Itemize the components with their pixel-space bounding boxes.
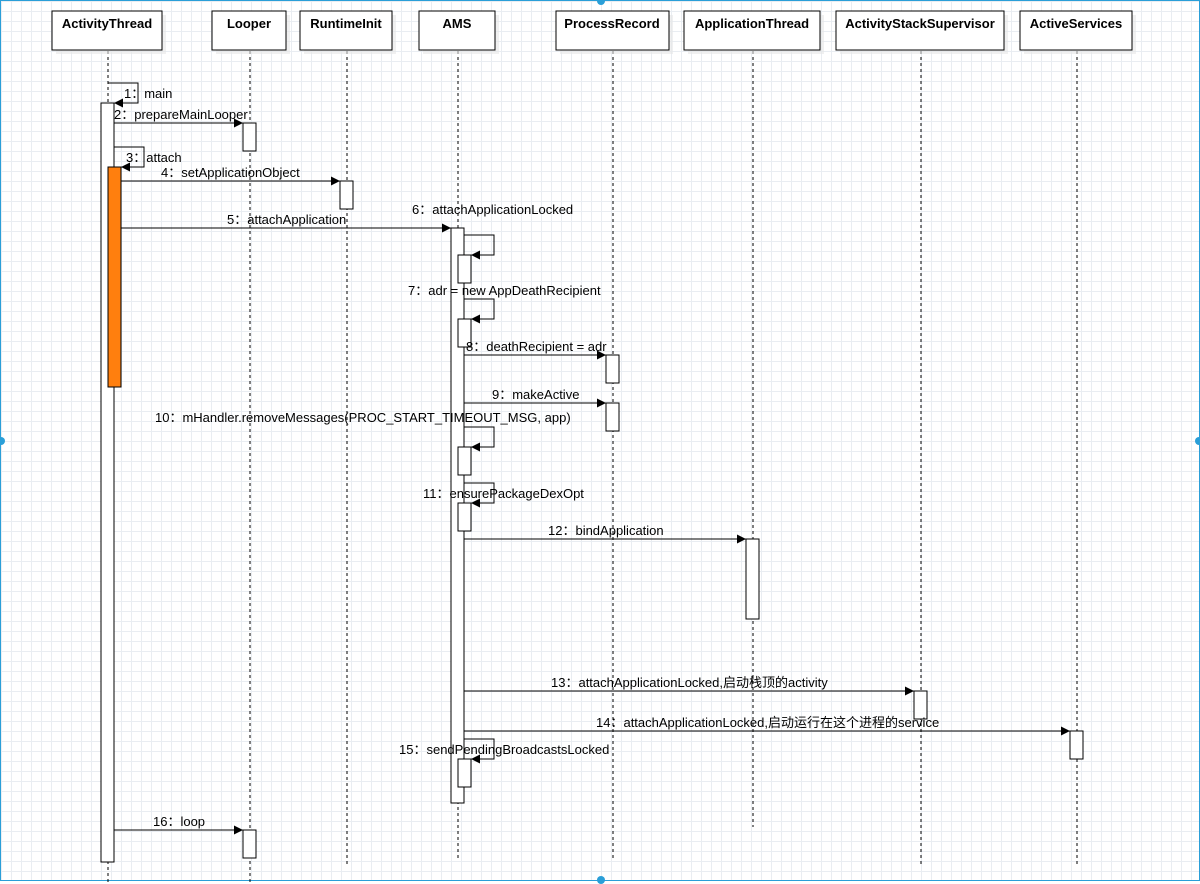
message-label-10: 10：mHandler.removeMessages(PROC_START_TI…	[155, 410, 571, 425]
activation-active-services[interactable]	[1069, 730, 1084, 760]
activation-runtime-init[interactable]	[339, 180, 354, 210]
activation-ams-7[interactable]	[457, 318, 472, 348]
messages	[108, 82, 1070, 835]
participants: ActivityThread Looper RuntimeInit AMS Pr…	[51, 10, 1136, 54]
selection-handle-right[interactable]	[1195, 437, 1200, 445]
message-label-4: 4：setApplicationObject	[161, 165, 300, 180]
activations	[100, 102, 1084, 863]
message-arrow-1[interactable]	[108, 82, 139, 108]
activation-process-record-8[interactable]	[605, 354, 620, 384]
message-arrow-3[interactable]	[114, 146, 145, 172]
message-label-16: 16：loop	[153, 814, 205, 829]
selection-handle-bottom[interactable]	[597, 876, 605, 884]
activation-ams-6[interactable]	[457, 254, 472, 284]
message-arrow-11[interactable]	[464, 482, 495, 508]
message-label-14: 14：attachApplicationLocked,启动运行在这个进程的ser…	[596, 715, 939, 730]
participant-label: ActivityStackSupervisor	[845, 16, 995, 31]
message-arrow-15[interactable]	[464, 738, 495, 764]
participant-label: ActiveServices	[1030, 16, 1123, 31]
message-arrow-6[interactable]	[464, 234, 495, 260]
message-label-5: 5：attachApplication	[227, 212, 346, 227]
participant-activity-stack-supervisor[interactable]: ActivityStackSupervisor	[835, 10, 1008, 54]
message-label-15: 15：sendPendingBroadcastsLocked	[399, 742, 609, 757]
activation-looper-loop[interactable]	[242, 829, 257, 859]
message-label-12: 12：bindApplication	[548, 523, 664, 538]
message-label-7: 7：adr = new AppDeathRecipient	[408, 283, 601, 298]
activation-activity-stack-supervisor[interactable]	[913, 690, 928, 720]
message-label-13: 13：attachApplicationLocked,启动栈顶的activity	[551, 675, 828, 690]
activation-looper-prepare[interactable]	[242, 122, 257, 152]
participant-label: ActivityThread	[62, 16, 152, 31]
message-label-9: 9：makeActive	[492, 387, 579, 402]
participant-label: ApplicationThread	[695, 16, 809, 31]
message-label-3: 3：attach	[126, 150, 182, 165]
participant-label: RuntimeInit	[310, 16, 382, 31]
activation-activity-thread-attach[interactable]	[107, 166, 122, 388]
message-labels: 1：main 2：prepareMainLooper 3：attach 4：se…	[114, 86, 939, 829]
message-label-2: 2：prepareMainLooper	[114, 107, 248, 122]
message-arrow-10[interactable]	[464, 426, 495, 452]
participant-label: ProcessRecord	[564, 16, 659, 31]
participant-label: Looper	[227, 16, 271, 31]
activation-ams-15[interactable]	[457, 758, 472, 788]
participant-activity-thread[interactable]: ActivityThread	[51, 10, 166, 54]
activation-application-thread[interactable]	[745, 538, 760, 620]
participant-ams[interactable]: AMS	[418, 10, 499, 54]
participant-runtime-init[interactable]: RuntimeInit	[299, 10, 396, 54]
message-label-6: 6：attachApplicationLocked	[412, 202, 573, 217]
message-label-11: 11：ensurePackageDexOpt	[423, 486, 584, 501]
participant-looper[interactable]: Looper	[211, 10, 290, 54]
activation-process-record-9[interactable]	[605, 402, 620, 432]
selection-handle-left[interactable]	[0, 437, 5, 445]
participant-application-thread[interactable]: ApplicationThread	[683, 10, 824, 54]
participant-active-services[interactable]: ActiveServices	[1019, 10, 1136, 54]
participant-process-record[interactable]: ProcessRecord	[555, 10, 673, 54]
selection-handle-top[interactable]	[597, 0, 605, 5]
activation-ams-11[interactable]	[457, 502, 472, 532]
message-label-1: 1：main	[124, 86, 172, 101]
participant-label: AMS	[443, 16, 472, 31]
activation-ams-10[interactable]	[457, 446, 472, 476]
message-arrow-7[interactable]	[464, 298, 495, 324]
message-label-8: 8：deathRecipient = adr	[466, 339, 607, 354]
